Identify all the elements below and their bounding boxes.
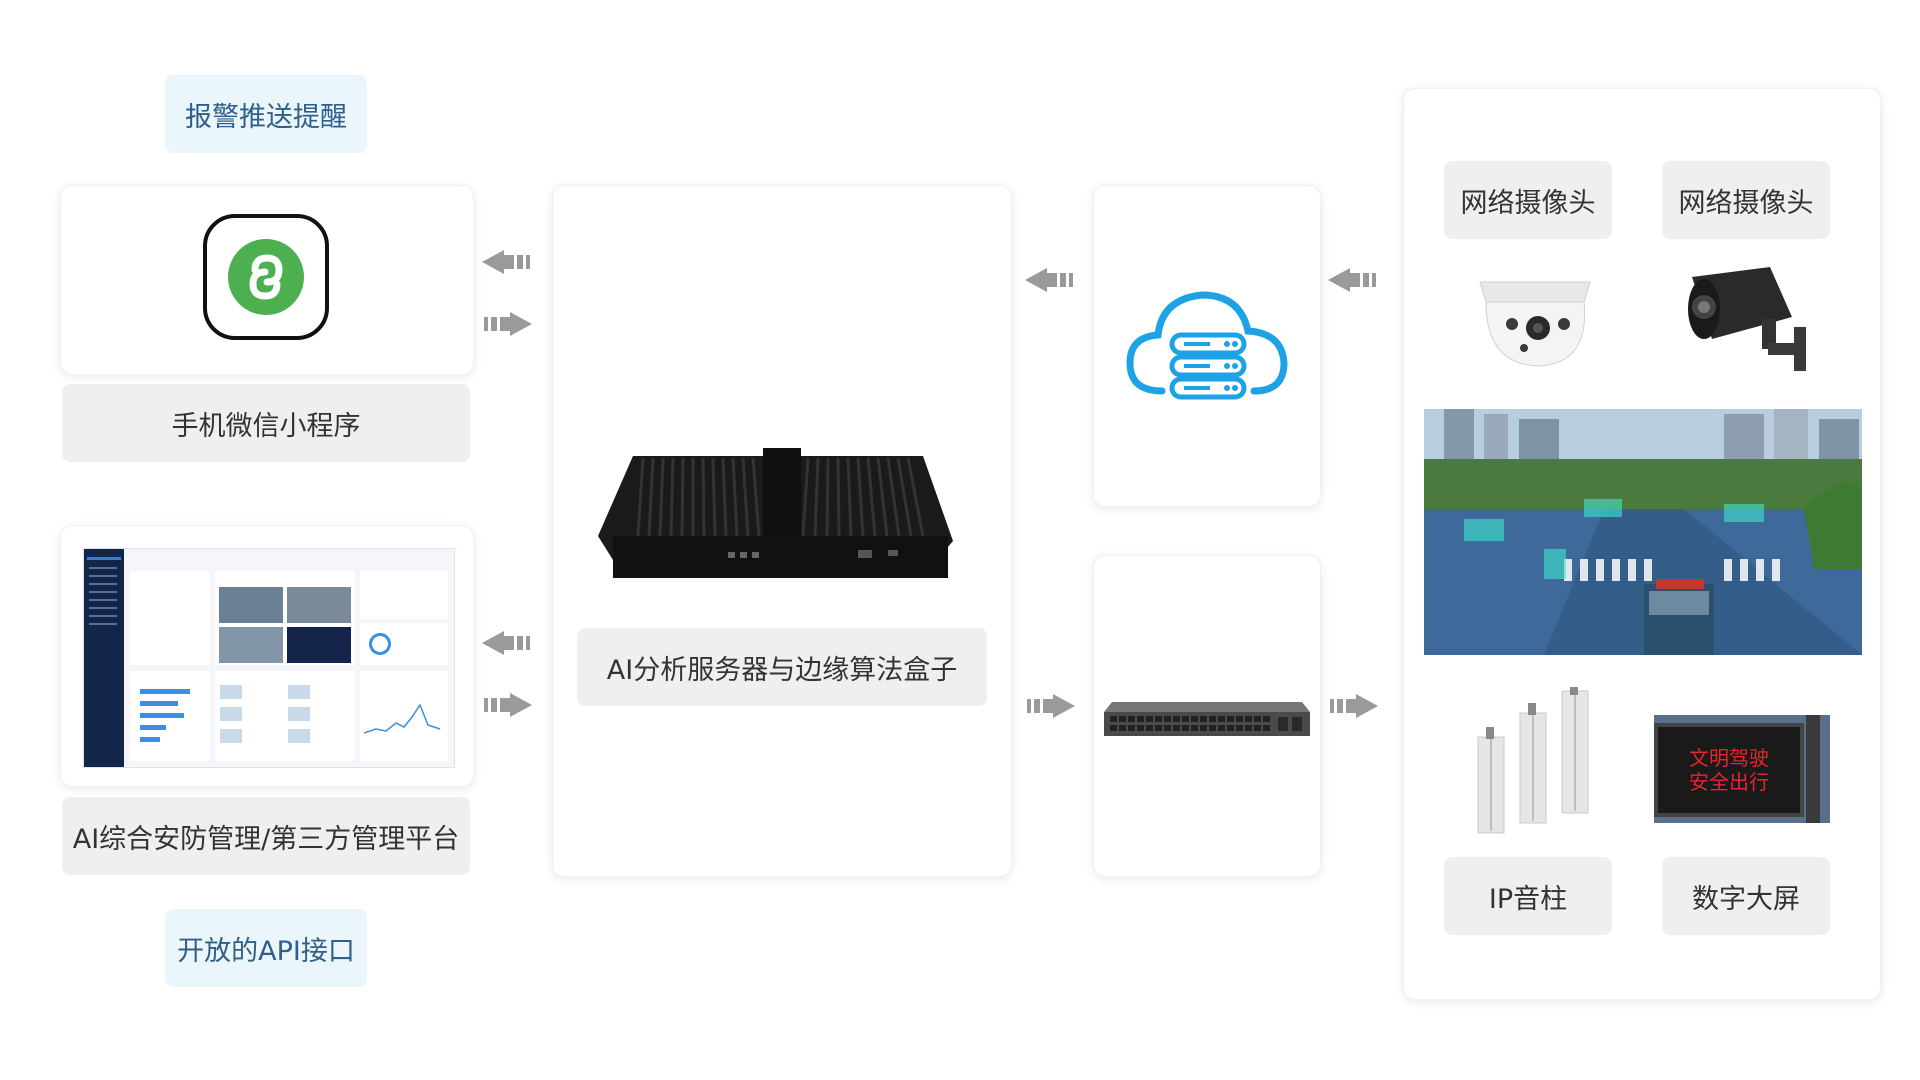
camera-text-1: 网络摄像头 (1461, 181, 1596, 220)
dashboard-card (60, 525, 474, 787)
led-sign-line-1: 文明驾驶 (1689, 746, 1769, 770)
devices-card: 网络摄像头 网络摄像头 (1403, 88, 1881, 1000)
arrow-right-icon (482, 309, 542, 339)
miniprogram-card (60, 185, 474, 375)
arrow-right-icon (1025, 691, 1085, 721)
ip-speaker-text: IP音柱 (1489, 877, 1567, 916)
arrow-left-icon (1025, 265, 1085, 295)
cloud-card (1093, 185, 1321, 507)
arrow-left-icon (482, 247, 542, 277)
camera-label-1: 网络摄像头 (1444, 161, 1612, 239)
bullet-camera-icon (1682, 257, 1822, 377)
led-sign-line-2: 安全出行 (1689, 770, 1769, 794)
ai-platform-text: AI综合安防管理/第三方管理平台 (73, 817, 460, 856)
ai-platform-label: AI综合安防管理/第三方管理平台 (62, 797, 470, 875)
digital-screen-label: 数字大屏 (1662, 857, 1830, 935)
arrow-right-icon (1328, 691, 1388, 721)
camera-label-2: 网络摄像头 (1662, 161, 1830, 239)
server-label: AI分析服务器与边缘算法盒子 (577, 628, 987, 706)
digital-screen-text: 数字大屏 (1692, 877, 1800, 916)
wechat-miniprogram-icon (203, 214, 329, 340)
camera-text-2: 网络摄像头 (1679, 181, 1814, 220)
server-card: AI分析服务器与边缘算法盒子 (552, 185, 1012, 877)
switch-card (1093, 555, 1321, 877)
cloud-server-icon (1122, 281, 1292, 411)
dome-camera-icon (1472, 264, 1602, 374)
open-api-label: 开放的API接口 (165, 909, 367, 987)
ip-speaker-label: IP音柱 (1444, 857, 1612, 935)
edge-box-device (593, 426, 973, 606)
open-api-text: 开放的API接口 (177, 929, 355, 968)
dashboard-screenshot (83, 548, 455, 768)
arrow-right-icon (482, 690, 542, 720)
led-screen-device: 文明驾驶 安全出行 (1654, 715, 1830, 823)
wechat-miniprogram-text: 手机微信小程序 (172, 404, 361, 443)
server-text: AI分析服务器与边缘算法盒子 (607, 648, 957, 687)
wechat-miniprogram-label: 手机微信小程序 (62, 384, 470, 462)
arrow-left-icon (482, 628, 542, 658)
ip-speaker-icon (1466, 687, 1596, 837)
alarm-push-label: 报警推送提醒 (165, 75, 367, 153)
traffic-scene-image (1424, 409, 1862, 655)
network-switch-device (1102, 696, 1312, 744)
arrow-left-icon (1328, 265, 1388, 295)
alarm-push-text: 报警推送提醒 (185, 95, 347, 134)
